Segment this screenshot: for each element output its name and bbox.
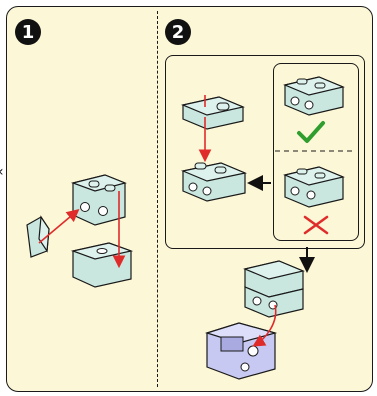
arrow-attach-to-base	[252, 304, 277, 347]
left-edge-mark: ‹	[0, 164, 4, 180]
red-x-icon	[303, 215, 329, 235]
instruction-panel: 1 2	[6, 6, 373, 392]
brick-step2	[180, 162, 248, 202]
step-2-badge: 2	[165, 19, 191, 45]
step-2-number: 2	[171, 21, 185, 43]
green-check-icon	[297, 121, 325, 143]
step-1-badge: 1	[15, 19, 41, 45]
bracket-plate-step1	[70, 174, 127, 226]
step-1-number: 1	[21, 21, 35, 43]
base-block-step1	[70, 242, 134, 288]
step-2-sub-assembly-box	[165, 55, 365, 249]
blue-base-block	[204, 322, 278, 380]
combined-assembly	[243, 260, 305, 318]
correct-orientation-brick	[283, 76, 345, 116]
plate-piece-step2	[181, 96, 245, 130]
wrong-orientation-brick	[283, 166, 345, 208]
assembly-illustration	[26, 76, 355, 380]
orientation-check-box	[273, 63, 359, 241]
arrow-attach-slope	[38, 208, 80, 244]
slope-piece	[26, 215, 50, 258]
step-divider	[157, 11, 158, 387]
